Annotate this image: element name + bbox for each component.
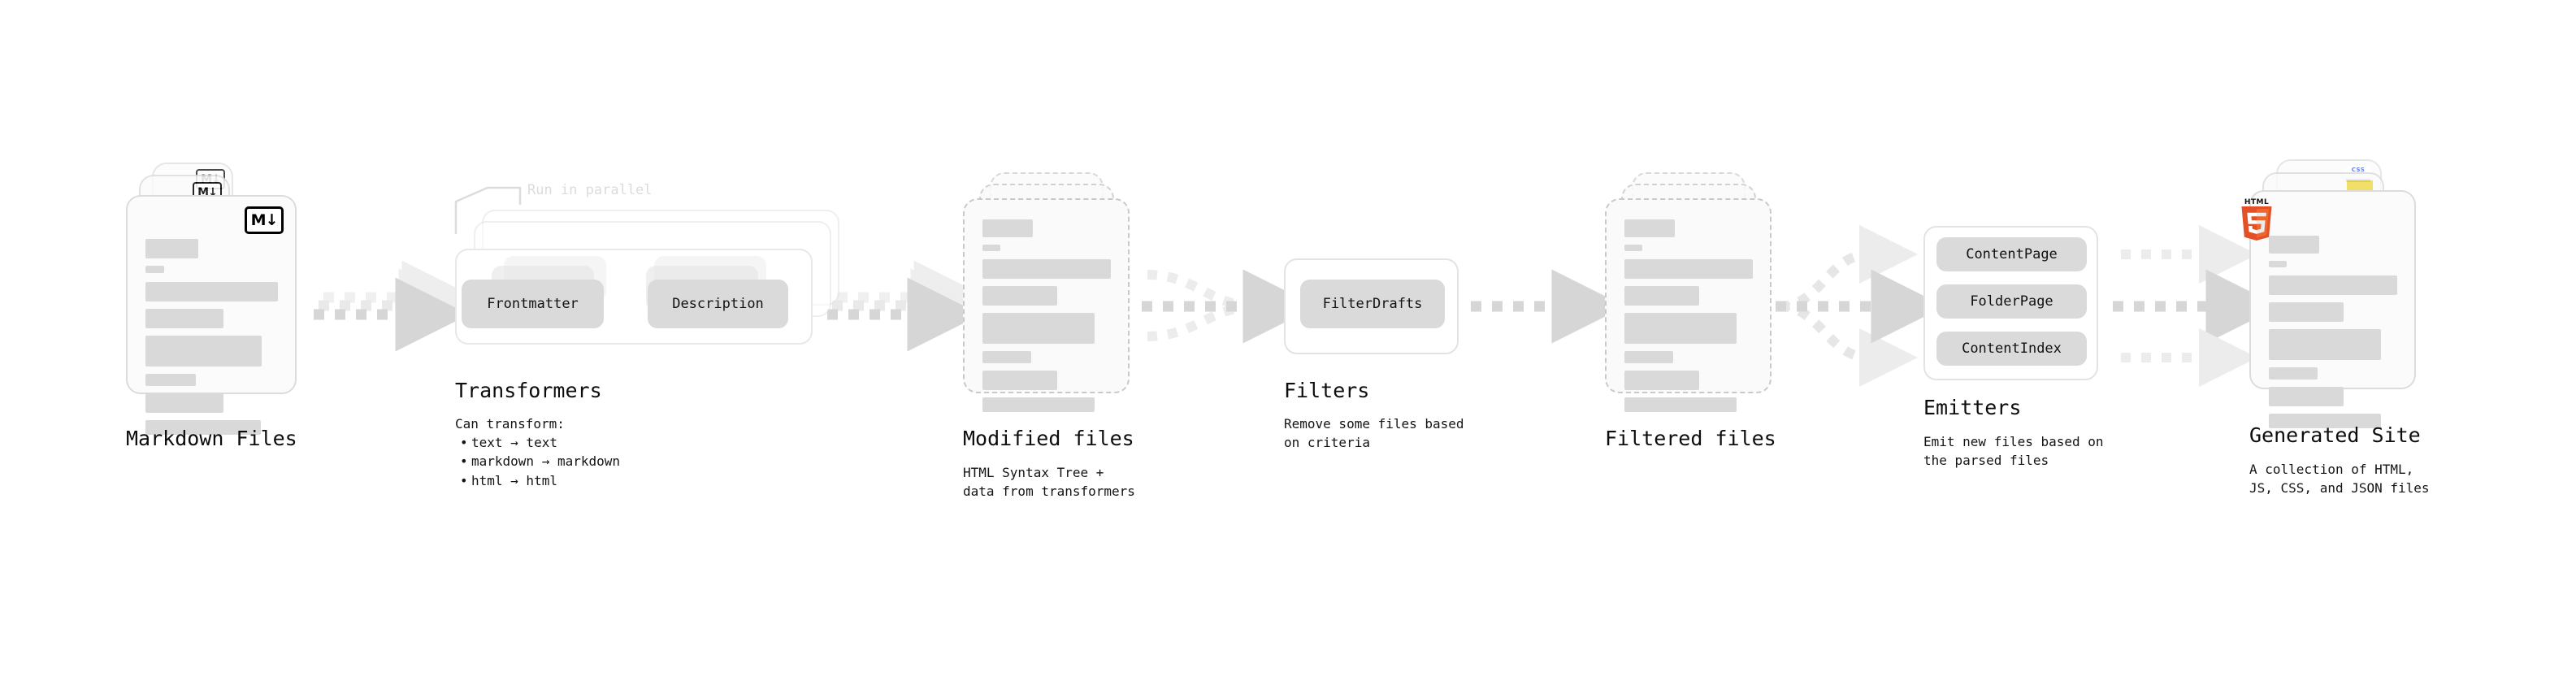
content-bar	[2269, 302, 2344, 322]
pill-frontmatter[interactable]: Frontmatter	[462, 280, 604, 328]
content-bar	[145, 336, 262, 367]
arrow-filtered-to-emitters	[1776, 225, 1945, 387]
arrow-emitters-to-site	[2113, 225, 2280, 387]
stage-desc-filters: Remove some files based on criteria	[1284, 416, 1464, 451]
content-bar	[2269, 275, 2397, 295]
arrow-modified-to-filters	[1142, 269, 1317, 344]
stage-title-emitters: Emitters	[1923, 396, 2022, 419]
content-bar	[1624, 371, 1699, 390]
md-arrow-mid: ↓	[208, 185, 218, 199]
content-bar	[2269, 236, 2319, 254]
content-bar	[982, 371, 1057, 390]
content-bar	[145, 239, 198, 258]
css-label: CSS	[2351, 167, 2366, 173]
content-bar	[145, 282, 278, 301]
pill-contentpage[interactable]: ContentPage	[1936, 237, 2087, 271]
content-bar	[145, 393, 223, 413]
md-letter: M	[250, 210, 267, 229]
run-in-parallel-label: Run in parallel	[527, 182, 653, 198]
content-bar	[982, 259, 1111, 279]
transformers-desc-heading: Can transform:	[455, 416, 565, 432]
arrow-transformers-to-modified	[827, 260, 988, 352]
stage-title-modified-files: Modified files	[963, 427, 1134, 450]
site-card-front: HTML	[2241, 190, 2416, 428]
stage-title-transformers: Transformers	[455, 379, 602, 402]
stage-title-markdown-files: Markdown Files	[126, 427, 297, 450]
transformers-capability-item: html → html	[460, 471, 620, 490]
stage-desc-modified-files: HTML Syntax Tree + data from transformer…	[963, 465, 1135, 500]
stage-title-generated-site: Generated Site	[2249, 423, 2421, 447]
stage-desc-emitters: Emit new files based on the parsed files	[1923, 434, 2104, 469]
content-bar	[145, 309, 223, 328]
content-bar	[982, 245, 1000, 251]
content-bar	[1624, 219, 1675, 237]
content-bar	[145, 420, 261, 435]
markdown-content-bars	[145, 239, 278, 442]
transformers-capability-list: text → text markdown → markdown html → h…	[455, 433, 620, 490]
content-bar	[2269, 414, 2381, 428]
pill-description[interactable]: Description	[648, 280, 788, 328]
filtered-card-front	[1605, 198, 1772, 412]
content-bar	[2269, 329, 2381, 360]
md-arrow: ↓	[265, 210, 279, 229]
content-bar	[982, 351, 1031, 363]
stage-title-filters: Filters	[1284, 379, 1370, 402]
site-content-bars	[2269, 236, 2397, 436]
filtered-content-bars	[1624, 219, 1753, 419]
content-bar	[2269, 387, 2344, 406]
pill-folderpage[interactable]: FolderPage	[1936, 284, 2087, 319]
pill-filterdrafts[interactable]: FilterDrafts	[1300, 280, 1445, 328]
content-bar	[1624, 245, 1642, 251]
markdown-card-front: M↓	[126, 195, 297, 435]
transformers-capability-item: markdown → markdown	[460, 452, 620, 471]
pill-contentindex[interactable]: ContentIndex	[1936, 332, 2087, 366]
content-bar	[1624, 286, 1699, 306]
content-bar	[1624, 313, 1737, 344]
html5-shield-icon	[2241, 206, 2272, 241]
content-bar	[2269, 261, 2287, 267]
stage-desc-transformers: Can transform: text → text markdown → ma…	[455, 414, 620, 490]
content-bar	[1624, 259, 1753, 279]
content-bar	[145, 266, 164, 273]
markdown-icon: M↓	[245, 206, 284, 234]
content-bar	[1624, 351, 1673, 363]
html5-label: HTML	[2244, 198, 2270, 206]
content-bar	[982, 219, 1033, 237]
content-bar	[145, 374, 196, 386]
content-bar	[982, 286, 1057, 306]
content-bar	[2269, 367, 2318, 380]
content-bar	[982, 313, 1095, 344]
modified-card-front	[963, 198, 1130, 412]
arrow-markdown-to-transformers	[314, 260, 476, 352]
modified-content-bars	[982, 219, 1111, 419]
stage-desc-generated-site: A collection of HTML, JS, CSS, and JSON …	[2249, 462, 2430, 497]
content-bar	[982, 397, 1095, 412]
stage-title-filtered-files: Filtered files	[1605, 427, 1776, 450]
content-bar	[1624, 397, 1737, 412]
transformers-capability-item: text → text	[460, 433, 620, 452]
html5-icon: HTML	[2240, 198, 2274, 241]
